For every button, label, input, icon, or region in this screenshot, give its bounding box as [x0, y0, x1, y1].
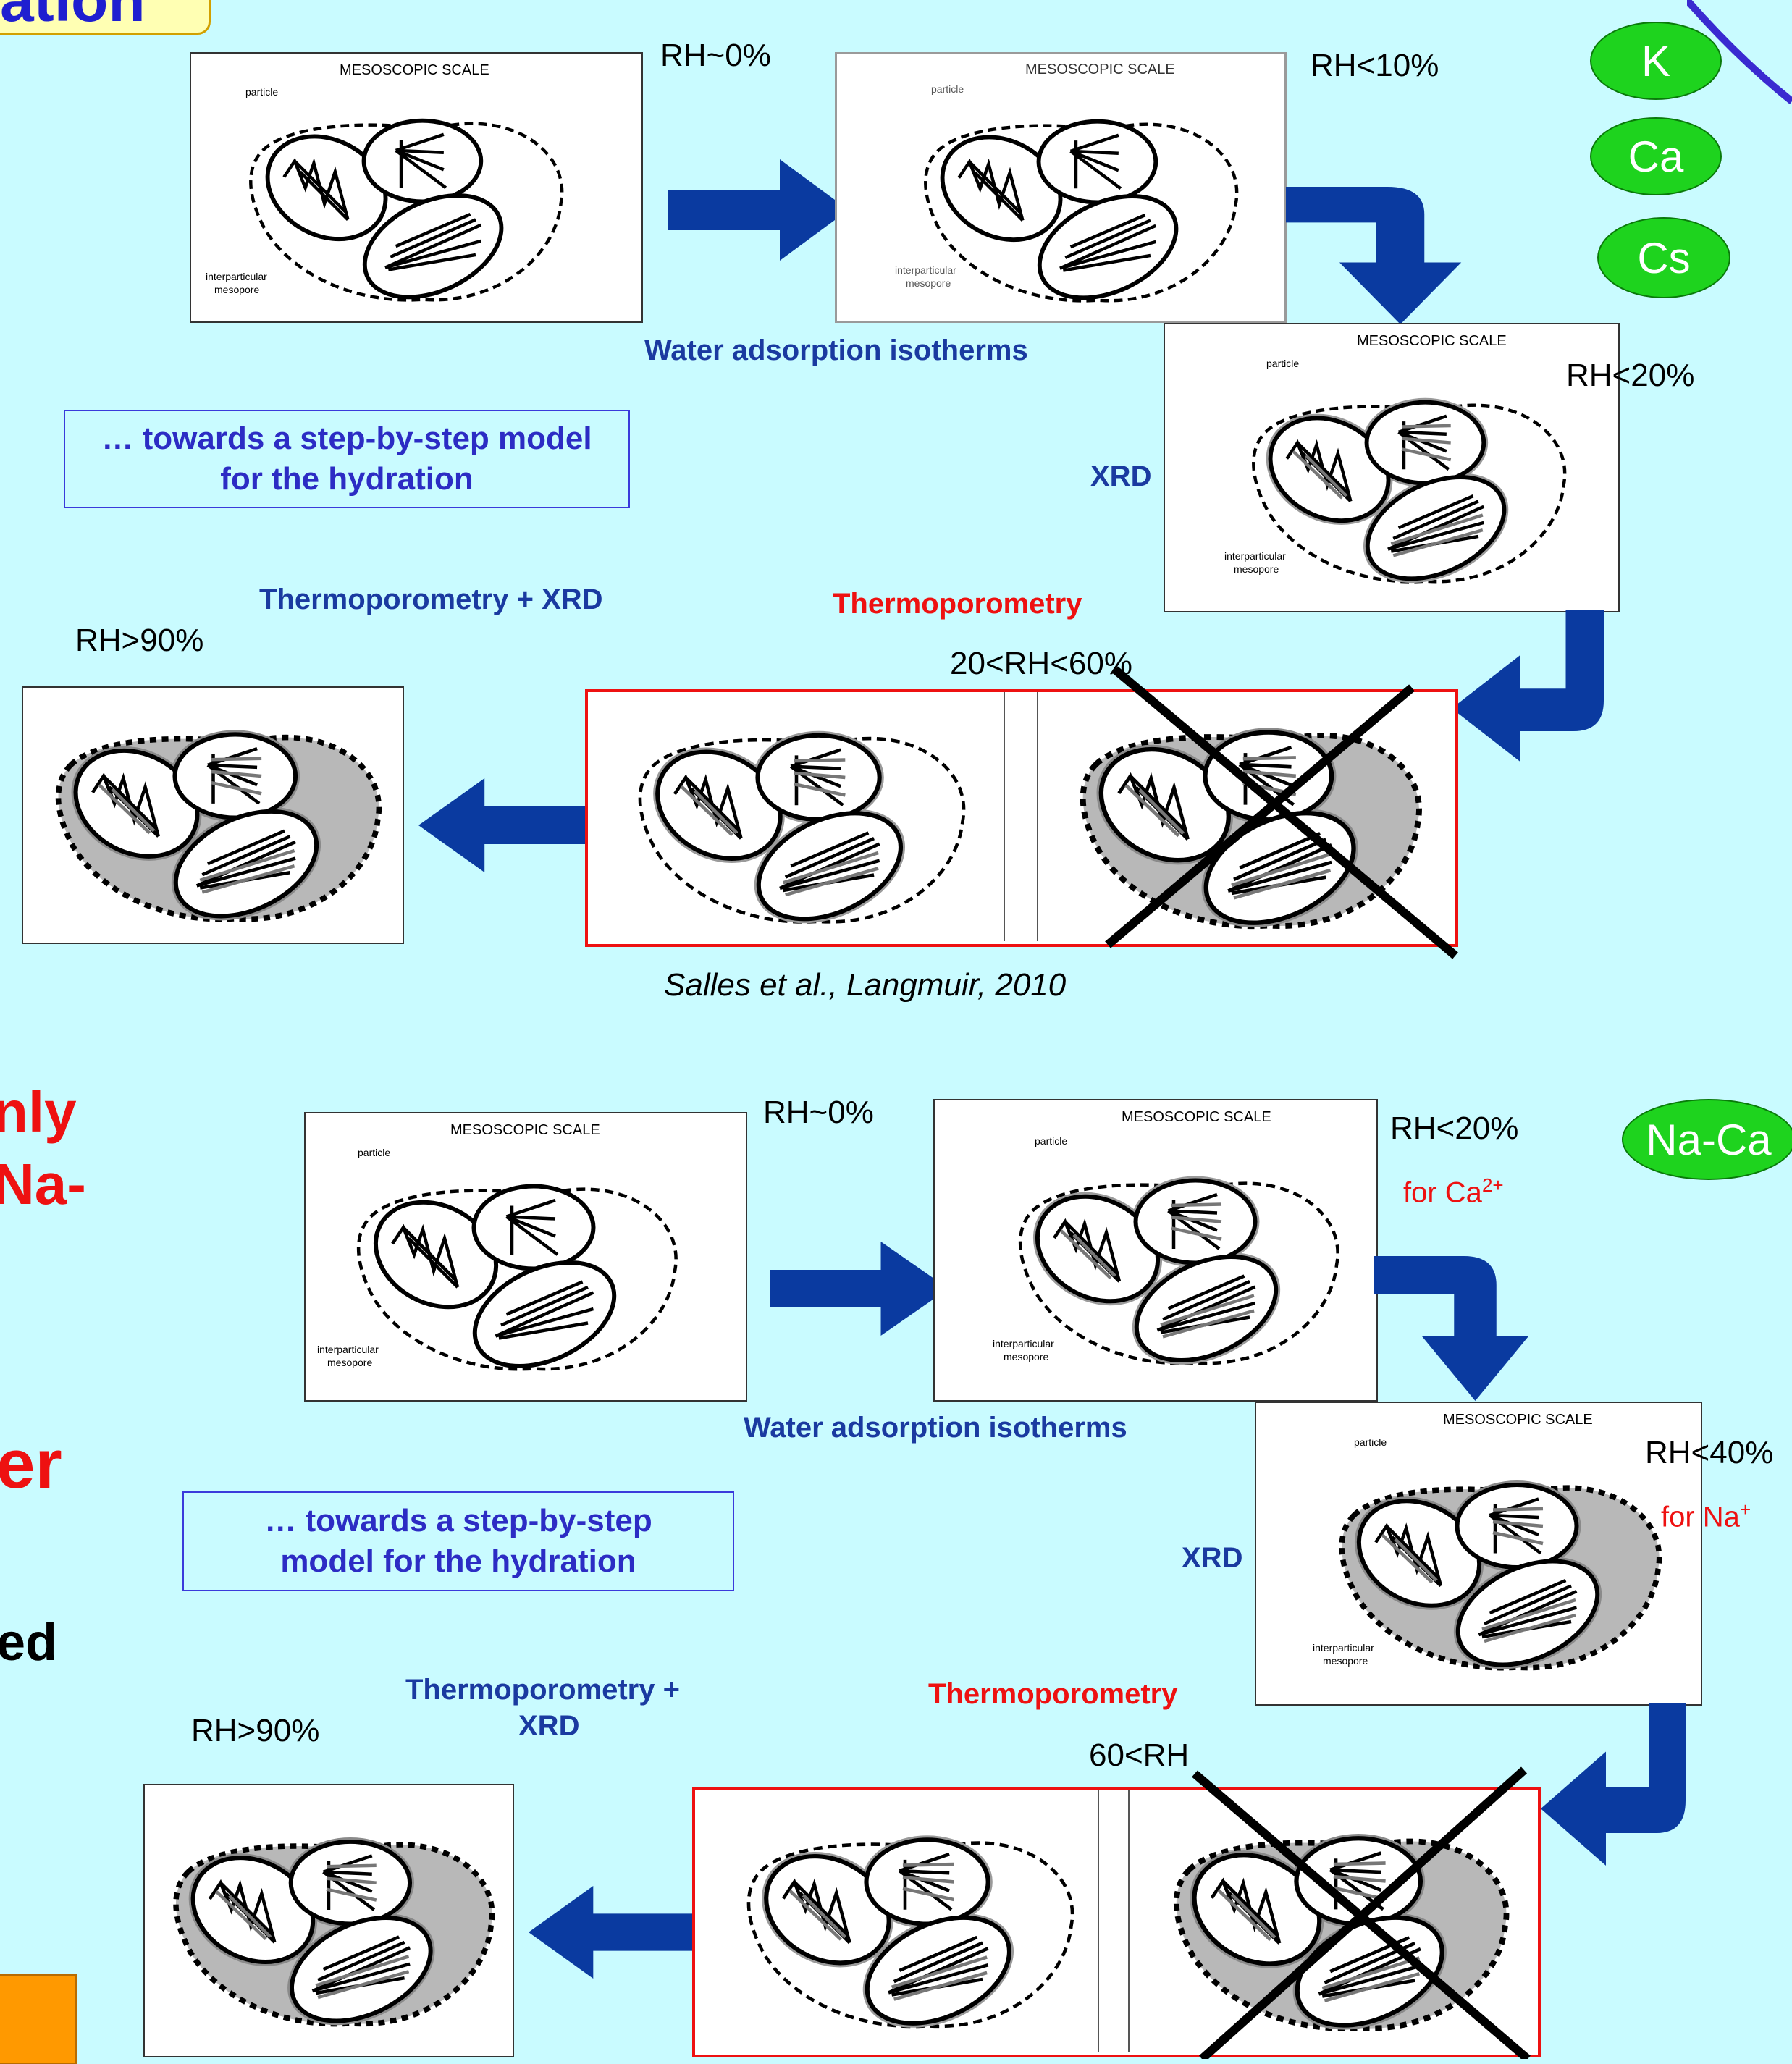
panel-scale-label: MESOSCOPIC SCALE — [1443, 1412, 1593, 1428]
model-box-line: … towards a step-by-step model — [101, 421, 592, 456]
top-panel-rh90 — [22, 686, 404, 944]
top-rh-s1: RH~0% — [660, 38, 771, 73]
left-fragment-a: nly — [0, 1079, 77, 1144]
bottom-method-xrd: XRD — [1182, 1542, 1243, 1574]
top-redbox-divider — [1004, 692, 1038, 941]
bottom-rh-s3: RH<40% — [1645, 1435, 1774, 1470]
top-rh-s4: 20<RH<60% — [950, 646, 1132, 681]
top-method-thermo-xrd: Thermoporometry + XRD — [259, 584, 603, 615]
top-cross-out — [1105, 666, 1458, 959]
bottom-rh-s3-note: for Na+ — [1661, 1499, 1751, 1533]
bottom-model-box: … towards a step-by-step model for the hy… — [182, 1491, 734, 1591]
orange-box — [0, 1974, 77, 2064]
top-rh-s3: RH<20% — [1566, 358, 1695, 393]
top-arrow-1 — [668, 159, 849, 261]
left-fragment-d: ed — [0, 1614, 58, 1672]
panel-scale-label: MESOSCOPIC SCALE — [1122, 1109, 1271, 1125]
panel-scale-label: MESOSCOPIC SCALE — [1357, 333, 1507, 349]
top-method-adsorption: Water adsorption isotherms — [644, 334, 1028, 366]
bottom-rh-s1: RH~0% — [763, 1095, 874, 1130]
badge-ca: Ca — [1590, 117, 1722, 195]
panel-particle-label: particle — [1354, 1436, 1387, 1448]
panel-mesopore-label: interparticular — [895, 264, 956, 276]
panel-particle-label: particle — [931, 83, 964, 95]
top-rh-s2: RH<10% — [1311, 48, 1439, 83]
panel-mesopore-label: mesopore — [906, 277, 951, 289]
bottom-rh-s2: RH<20% — [1390, 1111, 1519, 1146]
left-fragment-b: Na- — [0, 1152, 86, 1216]
top-citation: Salles et al., Langmuir, 2010 — [664, 967, 1067, 1003]
panel-particle-label: particle — [245, 86, 279, 98]
bottom-redbox-left-schematic — [717, 1787, 1093, 2055]
model-box-line: … towards a step-by-step — [264, 1503, 652, 1538]
bottom-arrow-2 — [1374, 1256, 1537, 1401]
bottom-arrow-3 — [1541, 1703, 1686, 1866]
panel-mesopore-label: mesopore — [214, 284, 260, 295]
bottom-arrow-1 — [770, 1242, 948, 1336]
bottom-rh-s5: RH>90% — [191, 1713, 320, 1748]
panel-scale-label: MESOSCOPIC SCALE — [1025, 62, 1175, 77]
model-box-line: for the hydration — [220, 461, 474, 497]
top-panel-rh0: MESOSCOPIC SCALE particle interparticula… — [190, 52, 643, 323]
top-redbox-left-schematic — [608, 688, 985, 945]
model-box-line: model for the hydration — [280, 1543, 636, 1579]
panel-mesopore-label: interparticular — [993, 1338, 1054, 1349]
panel-scale-label: MESOSCOPIC SCALE — [450, 1122, 600, 1138]
bottom-method-thermo-xrd-1: Thermoporometry + — [405, 1674, 680, 1706]
bottom-rh-s2-note: for Ca2+ — [1403, 1174, 1504, 1209]
note-text: for Ca — [1403, 1176, 1482, 1209]
panel-scale-label: MESOSCOPIC SCALE — [340, 62, 489, 78]
top-arrow-3 — [1452, 610, 1604, 762]
top-method-xrd: XRD — [1090, 460, 1152, 492]
badge-cs: Cs — [1597, 217, 1730, 298]
left-fragment-c: er — [0, 1425, 62, 1503]
bottom-rh-s4: 60<RH — [1089, 1737, 1190, 1773]
panel-particle-label: particle — [358, 1147, 391, 1158]
panel-mesopore-label: mesopore — [1323, 1655, 1368, 1667]
bottom-redbox-divider — [1098, 1790, 1130, 2052]
panel-mesopore-label: interparticular — [317, 1344, 379, 1355]
top-panel-rh20: MESOSCOPIC SCALE particle interparticula… — [1164, 323, 1620, 612]
note-text: for Na — [1661, 1501, 1740, 1533]
bottom-panel-rh0: MESOSCOPIC SCALE particle interparticula… — [304, 1112, 747, 1402]
bottom-method-thermo: Thermoporometry — [928, 1678, 1178, 1710]
badge-k: K — [1590, 22, 1722, 100]
corner-arc — [1687, 0, 1792, 104]
bottom-method-adsorption: Water adsorption isotherms — [744, 1412, 1127, 1444]
bottom-cross-out — [1192, 1766, 1531, 2059]
bottom-method-thermo-xrd-2: XRD — [518, 1710, 580, 1742]
panel-mesopore-label: interparticular — [1224, 550, 1286, 562]
title-fragment: ation — [0, 0, 146, 34]
panel-mesopore-label: interparticular — [1313, 1642, 1374, 1654]
top-arrow-2 — [1286, 187, 1471, 324]
bottom-panel-rh40: MESOSCOPIC SCALE particle interparticula… — [1255, 1402, 1702, 1706]
bottom-panel-rh90 — [143, 1784, 514, 2057]
badge-na-ca: Na-Ca — [1622, 1099, 1792, 1180]
panel-particle-label: particle — [1266, 358, 1300, 369]
panel-mesopore-label: mesopore — [327, 1357, 373, 1368]
note-sup: 2+ — [1481, 1174, 1504, 1196]
panel-mesopore-label: mesopore — [1004, 1351, 1049, 1362]
panel-mesopore-label: interparticular — [206, 271, 267, 282]
bottom-arrow-4 — [529, 1886, 699, 1979]
top-arrow-4 — [418, 778, 592, 872]
panel-particle-label: particle — [1035, 1135, 1068, 1147]
top-method-thermo: Thermoporometry — [833, 588, 1082, 620]
top-panel-rh10: MESOSCOPIC SCALE particle interparticula… — [835, 52, 1287, 323]
title-banner — [0, 0, 211, 35]
top-rh-s5: RH>90% — [75, 623, 204, 658]
top-model-box: … towards a step-by-step model for the hy… — [64, 410, 630, 508]
panel-mesopore-label: mesopore — [1234, 563, 1279, 575]
note-sup: + — [1739, 1499, 1751, 1520]
bottom-panel-rh20: MESOSCOPIC SCALE particle interparticula… — [933, 1099, 1378, 1402]
